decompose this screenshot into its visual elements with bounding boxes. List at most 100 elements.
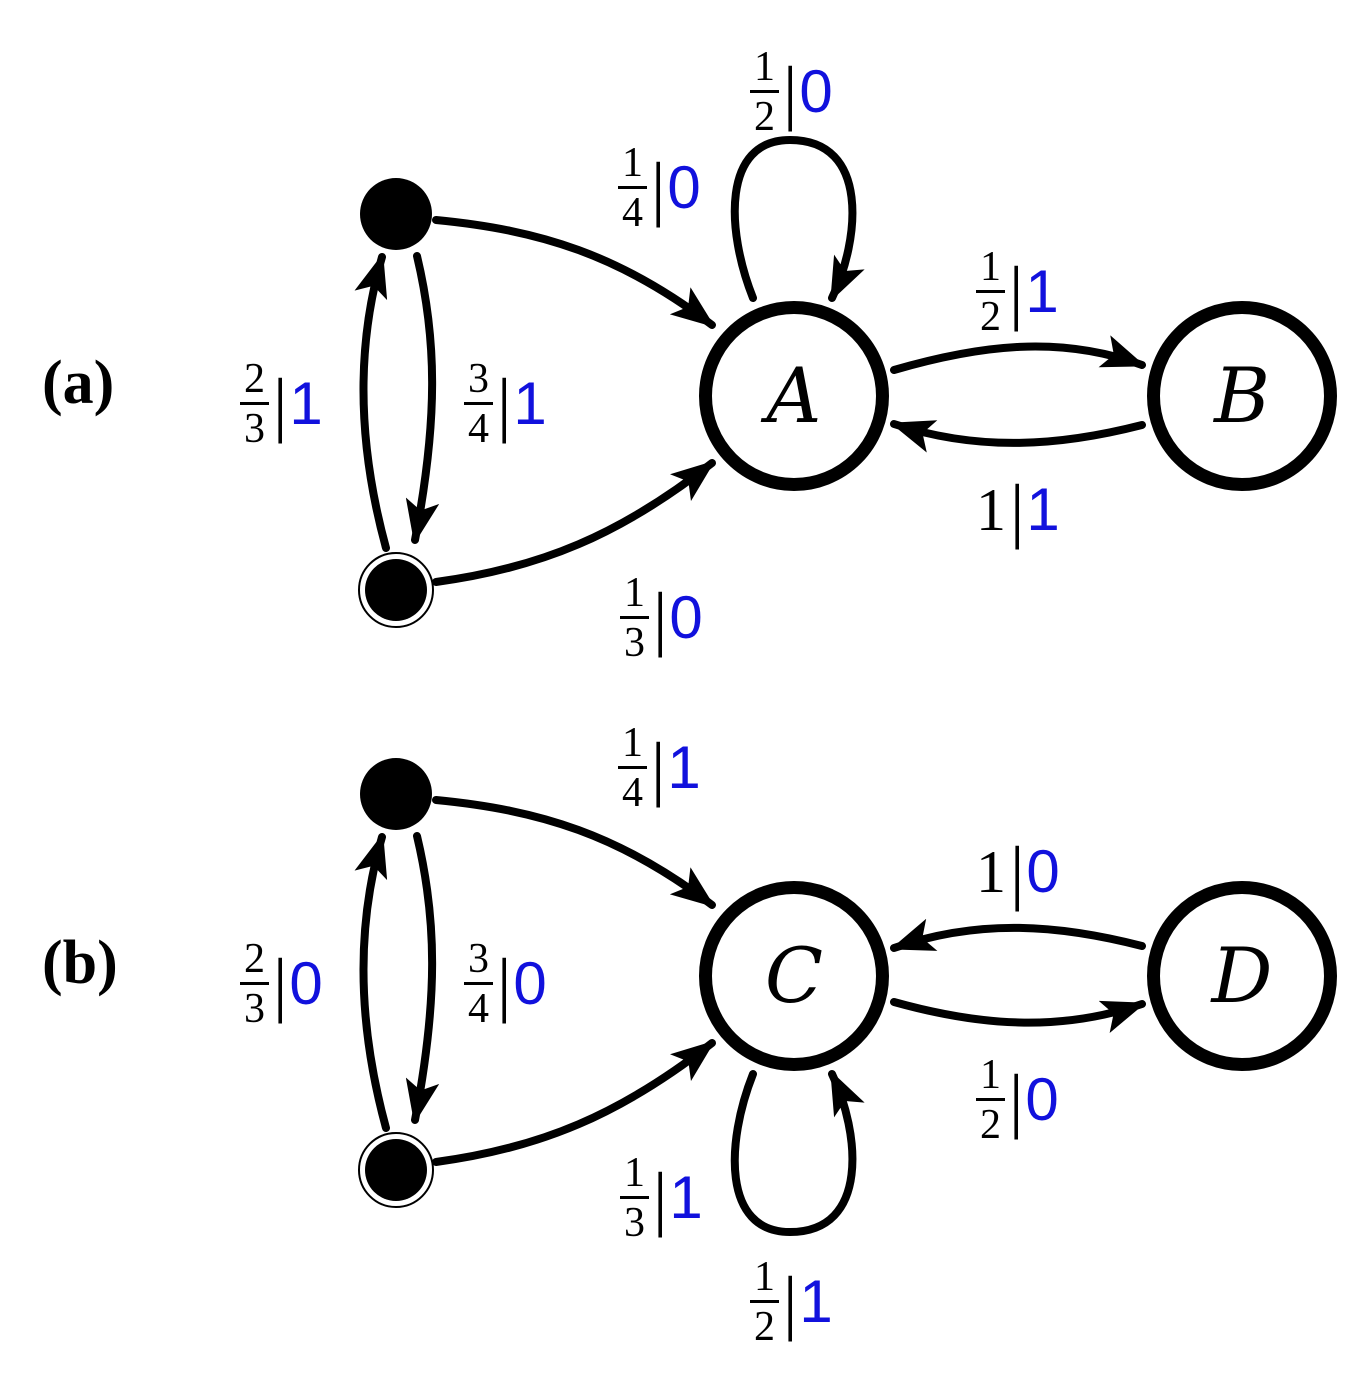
numerator: 2 [244, 936, 265, 982]
edge-b-top-to-start [405, 832, 440, 1124]
output-symbol: 0 [799, 58, 833, 125]
output-symbol: 1 [669, 1164, 703, 1231]
transient-state-b [360, 758, 432, 830]
edge-a-start-to-A [432, 459, 716, 586]
denominator: 2 [976, 290, 1005, 338]
edge-a-A-to-A [730, 135, 865, 302]
separator: | [653, 1158, 668, 1238]
denominator: 3 [240, 982, 269, 1030]
start-state-dot [365, 1139, 427, 1201]
separator: | [273, 364, 288, 444]
edge-b-start-to-C [432, 1039, 716, 1166]
numerator: 2 [244, 356, 265, 402]
state-label: C [764, 931, 824, 1020]
probability: 1 [976, 839, 1006, 905]
edge-label-b-D-to-C: 1|0 [976, 836, 1060, 908]
denominator: 3 [620, 616, 649, 664]
numerator: 1 [622, 720, 643, 766]
edge-a-top-to-start [405, 252, 440, 544]
state-B: B [1147, 301, 1337, 491]
denominator: 2 [750, 1300, 779, 1348]
separator: | [497, 364, 512, 444]
output-symbol: 1 [799, 1268, 833, 1335]
panel-label-a: (a) [42, 349, 115, 417]
numerator: 3 [468, 936, 489, 982]
edge-b-C-to-D [890, 998, 1146, 1034]
separator: | [651, 148, 666, 228]
state-A: A [699, 301, 889, 491]
separator: | [1010, 470, 1025, 550]
output-symbol: 1 [667, 734, 701, 801]
denominator: 2 [750, 90, 779, 138]
state-C: C [699, 881, 889, 1071]
edge-a-top-to-A [432, 216, 716, 329]
edge-b-D-to-C [890, 918, 1146, 952]
output-symbol: 0 [669, 584, 703, 651]
edge-a-B-to-A [890, 420, 1146, 453]
separator: | [783, 52, 798, 132]
state-label: B [1214, 351, 1270, 440]
edge-label-a-B-to-A: 1|1 [976, 474, 1060, 546]
separator: | [497, 944, 512, 1024]
numerator: 1 [624, 1150, 645, 1196]
output-symbol: 1 [513, 370, 547, 437]
denominator: 4 [464, 402, 493, 450]
output-symbol: 0 [1025, 1066, 1059, 1133]
denominator: 4 [618, 186, 647, 234]
separator: | [651, 728, 666, 808]
probability: 1 [976, 477, 1006, 543]
output-symbol: 1 [289, 370, 323, 437]
output-symbol: 0 [1026, 838, 1060, 905]
numerator: 1 [622, 140, 643, 186]
denominator: 3 [620, 1196, 649, 1244]
state-D: D [1147, 881, 1337, 1071]
output-symbol: 1 [1026, 476, 1060, 543]
output-symbol: 0 [667, 154, 701, 221]
start-state-a [358, 552, 434, 628]
edge-b-C-to-C [730, 1070, 865, 1237]
state-label: A [766, 351, 822, 440]
numerator: 1 [754, 1254, 775, 1300]
numerator: 1 [980, 1052, 1001, 1098]
edge-b-top-to-C [432, 796, 716, 909]
edge-a-start-to-top [354, 253, 390, 552]
numerator: 3 [468, 356, 489, 402]
output-symbol: 0 [289, 950, 323, 1017]
separator: | [1010, 832, 1025, 912]
start-state-dot [365, 559, 427, 621]
panel-label-b: (b) [42, 929, 118, 997]
separator: | [273, 944, 288, 1024]
denominator: 4 [618, 766, 647, 814]
output-symbol: 1 [1025, 258, 1059, 325]
separator: | [1009, 1060, 1024, 1140]
separator: | [1009, 252, 1024, 332]
state-label: D [1211, 931, 1273, 1020]
separator: | [783, 1262, 798, 1342]
start-state-b [358, 1132, 434, 1208]
edge-a-A-to-B [890, 335, 1146, 374]
